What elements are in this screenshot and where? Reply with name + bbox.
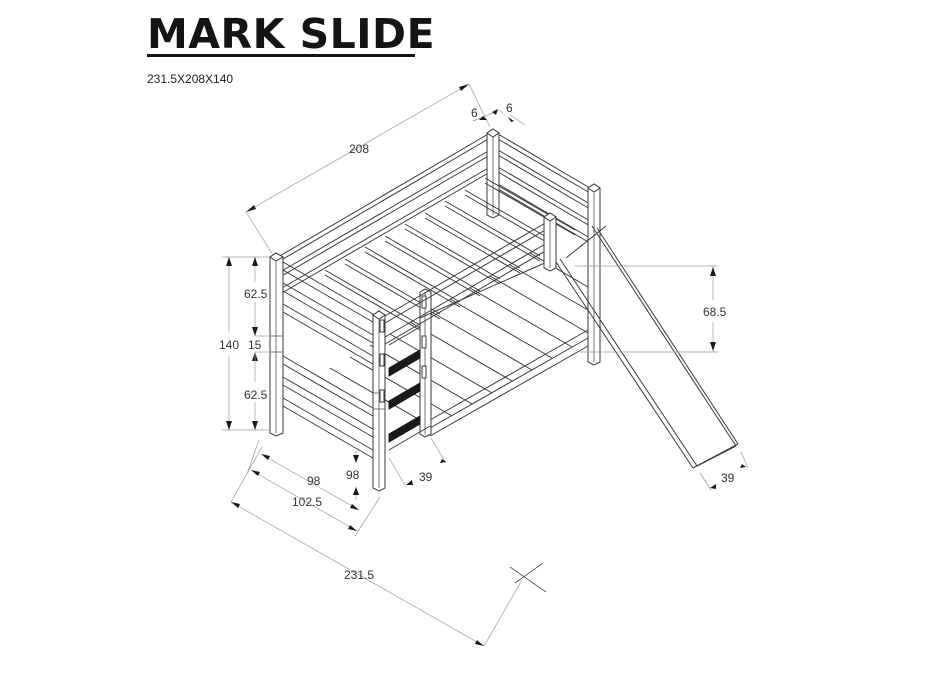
dim-bed-width-label: 98 [307, 474, 321, 488]
product-title: MARK SLIDE [147, 10, 436, 58]
slide [555, 225, 739, 469]
back-corner-post [486, 128, 500, 219]
foot-end-rails-lower [282, 355, 379, 462]
ladder [388, 288, 432, 451]
dim-slide-height [575, 265, 718, 353]
foot-end-rails-upper [282, 261, 379, 368]
front-guard-rail [384, 221, 548, 345]
dim-slide-height-label: 68.5 [703, 305, 727, 319]
dim-slide-width-label: 39 [721, 471, 735, 485]
left-front-post [269, 252, 285, 437]
front-right-post [543, 212, 557, 272]
dim-overall-length-label: 231.5 [344, 568, 374, 582]
dim-overall-length [230, 446, 547, 647]
dim-top-length-label: 208 [349, 142, 369, 156]
front-ladder-post [372, 310, 386, 492]
dim-post-width-a-label: 6 [471, 106, 478, 120]
dim-post-b-line [509, 114, 526, 126]
dim-ladder-width [388, 437, 447, 488]
title-underline [147, 54, 415, 57]
head-end-rails [497, 133, 591, 244]
dim-height-upper-label: 62.5 [244, 287, 268, 301]
overall-dimensions: 231.5X208X140 [147, 72, 234, 86]
dim-heights [222, 256, 270, 431]
upper-slats [324, 177, 576, 331]
back-guard-rail [277, 132, 491, 294]
dim-under-clearance-label: 98 [346, 468, 360, 482]
dim-post-width-b-label: 6 [506, 101, 513, 115]
dim-height-lower-label: 62.5 [244, 388, 268, 402]
dim-ladder-width-label: 39 [419, 470, 433, 484]
dim-height-total-label: 140 [219, 338, 239, 352]
back-right-post [587, 183, 601, 366]
dim-slide-width [699, 451, 749, 491]
dim-height-gap-label: 15 [248, 338, 262, 352]
dim-overall-width-label: 102.5 [292, 495, 322, 509]
lower-front-rail [429, 329, 589, 437]
dim-widths [246, 439, 381, 537]
